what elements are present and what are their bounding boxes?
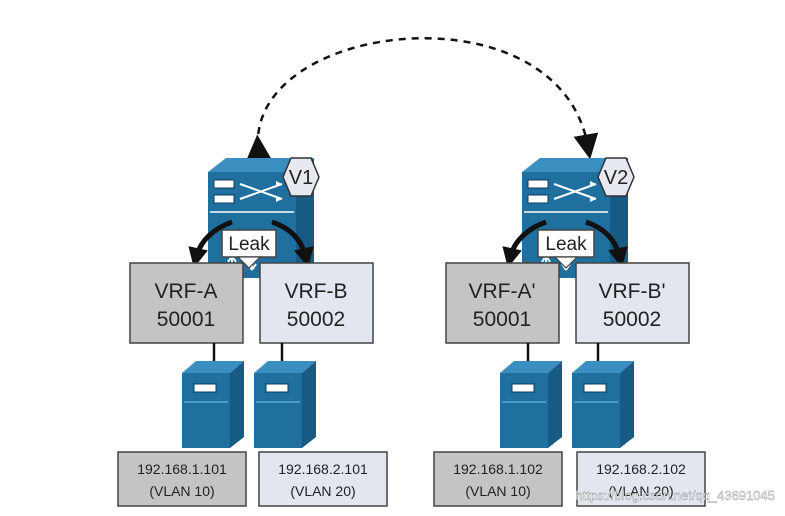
vrf-box-a	[129, 262, 244, 344]
leak-arrow-left	[502, 219, 547, 268]
vrf-box-b	[259, 262, 374, 344]
leak-label: Leak	[545, 234, 587, 255]
host-box-a	[433, 451, 563, 507]
vrf-box-a	[445, 262, 560, 344]
vrf-vni: 50002	[603, 308, 661, 331]
vtep-connection-arc	[246, 37, 599, 161]
host-box-b	[576, 451, 706, 507]
leak-box	[537, 229, 595, 258]
host-ip: 192.168.1.102	[453, 461, 543, 477]
vtep-hexagon-icon	[597, 157, 635, 197]
watermark: https://blog.csdn.net/qq_43691045	[576, 488, 776, 503]
vrf-vni: 50001	[473, 308, 531, 331]
leak-label: Leak	[228, 234, 270, 255]
host-vlan: (VLAN 20)	[290, 483, 355, 499]
switch-1: V1 Leak VRF-A 50001 VRF-B 50002	[117, 157, 388, 507]
host-ip: 192.168.2.101	[278, 461, 368, 477]
vrf-vni: 50001	[157, 308, 215, 331]
server-icon	[500, 361, 562, 448]
vrf-name: VRF-A'	[468, 280, 535, 303]
vtep-hexagon-icon	[282, 157, 320, 197]
vrf-vni: 50002	[287, 308, 345, 331]
vrf-box-b	[575, 262, 690, 344]
host-box-b	[258, 451, 388, 507]
host-vlan: (VLAN 10)	[149, 483, 214, 499]
host-vlan: (VLAN 10)	[465, 483, 530, 499]
vtep-label: V2	[604, 167, 628, 189]
leak-funnel-icon	[553, 256, 579, 269]
leak-arrow-right	[585, 219, 628, 268]
leak-box	[221, 229, 277, 258]
leak-arrow-right	[271, 219, 314, 268]
switch-2: V2 Leak VRF-A' 50001 VRF-B' 50002	[433, 157, 706, 507]
vrf-name: VRF-A	[155, 280, 218, 303]
server-icon	[572, 361, 634, 448]
server-icon	[182, 361, 244, 448]
host-vlan: (VLAN 20)	[608, 483, 673, 499]
host-ip: 192.168.2.102	[596, 461, 686, 477]
leak-arrow-left	[188, 219, 233, 268]
host-ip: 192.168.1.101	[137, 461, 227, 477]
vtep-label: V1	[289, 167, 313, 189]
vrf-name: VRF-B	[285, 280, 348, 303]
server-icon	[254, 361, 316, 448]
host-box-a	[117, 451, 247, 507]
vrf-name: VRF-B'	[598, 280, 665, 303]
